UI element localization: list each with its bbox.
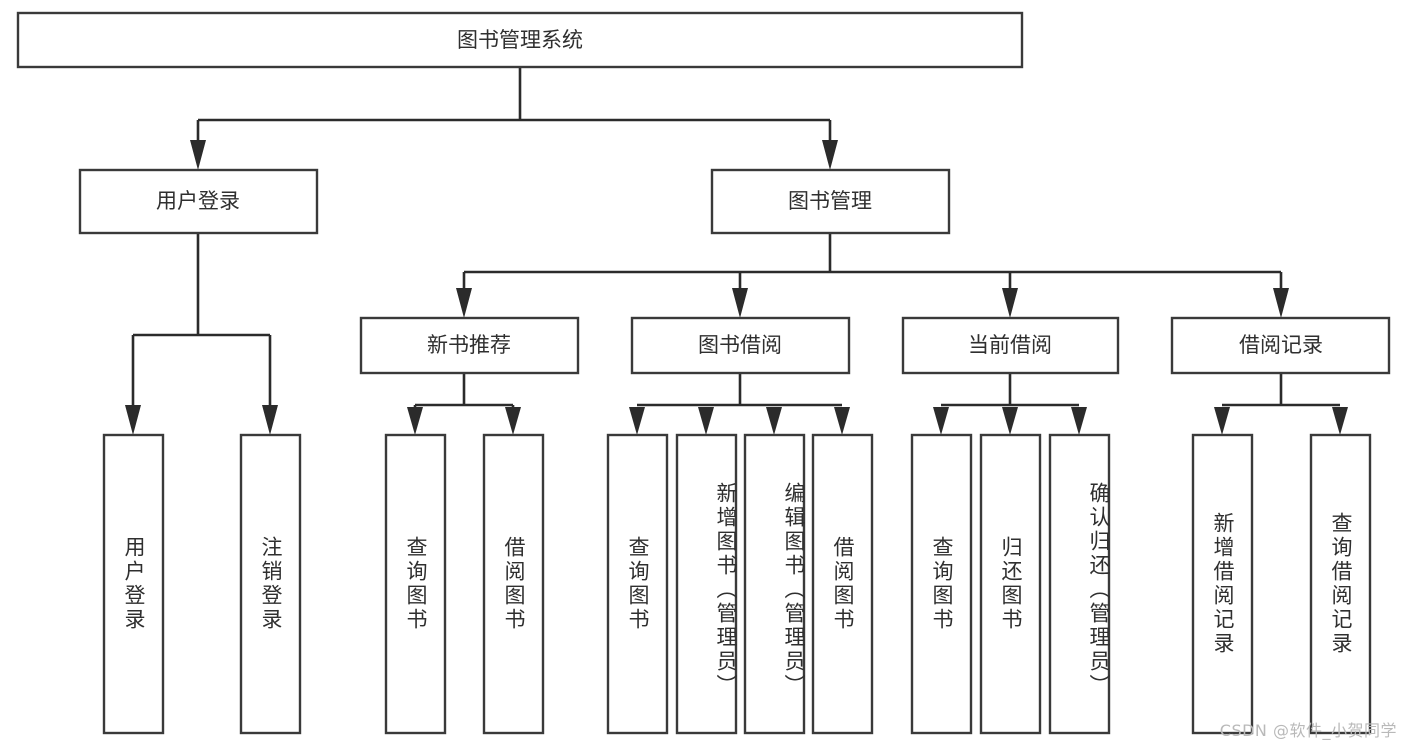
node-current-borrow-label: 当前借阅: [968, 333, 1052, 357]
csdn-watermark: CSDN @软件_小贺同学: [1219, 721, 1397, 740]
arrow-head-book-mgmt: [822, 140, 838, 170]
arrow-head-borrowrecord-leaf-1: [1214, 407, 1230, 435]
node-borrow-record-box[interactable]: [1170, 316, 1391, 375]
leaf-box-logout[interactable]: [239, 433, 302, 735]
leaf-box-currentborrow-confirm[interactable]: [1048, 433, 1111, 735]
leaf-box-newbook-borrow[interactable]: [482, 433, 545, 735]
arrow-head-borrow-record: [1273, 288, 1289, 318]
arrow-head-bookborrow-leaf-4: [834, 407, 850, 435]
arrow-head-current-borrow: [1002, 288, 1018, 318]
node-root-box[interactable]: [16, 11, 1024, 69]
node-book-borrow-box[interactable]: [630, 316, 851, 375]
arrow-head-currentborrow-leaf-3: [1071, 407, 1087, 435]
arrow-head-bookborrow-leaf-2: [698, 407, 714, 435]
arrow-head-new-book: [456, 288, 472, 318]
arrow-head-currentborrow-leaf-1: [933, 407, 949, 435]
node-new-book-recommend-box[interactable]: [359, 316, 580, 375]
arrow-head-leaf-user-login: [125, 405, 141, 435]
node-new-book-recommend-label: 新书推荐: [427, 333, 511, 357]
nodes-group: 图书管理系统 用户登录 图书管理 新书推荐 图书借阅 当前借阅 借阅记录: [16, 11, 1391, 735]
arrow-head-bookborrow-leaf-1: [629, 407, 645, 435]
connectors-group: [125, 67, 1348, 435]
arrow-head-newbook-leaf-2: [505, 407, 521, 435]
node-root-label: 图书管理系统: [457, 28, 583, 52]
leaf-box-currentborrow-query[interactable]: [910, 433, 973, 735]
arrow-head-borrowrecord-leaf-2: [1332, 407, 1348, 435]
leaf-box-bookborrow-query[interactable]: [606, 433, 669, 735]
node-user-login-label: 用户登录: [156, 189, 240, 213]
leaf-box-user-login[interactable]: [102, 433, 165, 735]
arrow-head-book-borrow: [732, 288, 748, 318]
node-book-management-box[interactable]: [710, 168, 951, 235]
node-borrow-record-label: 借阅记录: [1239, 333, 1323, 357]
leaf-box-record-add[interactable]: [1191, 433, 1254, 735]
arrow-head-newbook-leaf-1: [407, 407, 423, 435]
node-user-login-box[interactable]: [78, 168, 319, 235]
node-book-management-label: 图书管理: [788, 189, 872, 213]
leaf-box-currentborrow-return[interactable]: [979, 433, 1042, 735]
node-book-borrow-label: 图书借阅: [698, 333, 782, 357]
arrow-head-user-login: [190, 140, 206, 170]
arrow-head-currentborrow-leaf-2: [1002, 407, 1018, 435]
leaf-box-bookborrow-edit[interactable]: [743, 433, 806, 735]
leaf-box-newbook-query[interactable]: [384, 433, 447, 735]
leaf-box-bookborrow-borrow[interactable]: [811, 433, 874, 735]
leaf-box-record-query[interactable]: [1309, 433, 1372, 735]
node-current-borrow-box[interactable]: [901, 316, 1120, 375]
arrow-head-leaf-logout: [262, 405, 278, 435]
arrow-head-bookborrow-leaf-3: [766, 407, 782, 435]
leaf-box-bookborrow-add[interactable]: [675, 433, 738, 735]
